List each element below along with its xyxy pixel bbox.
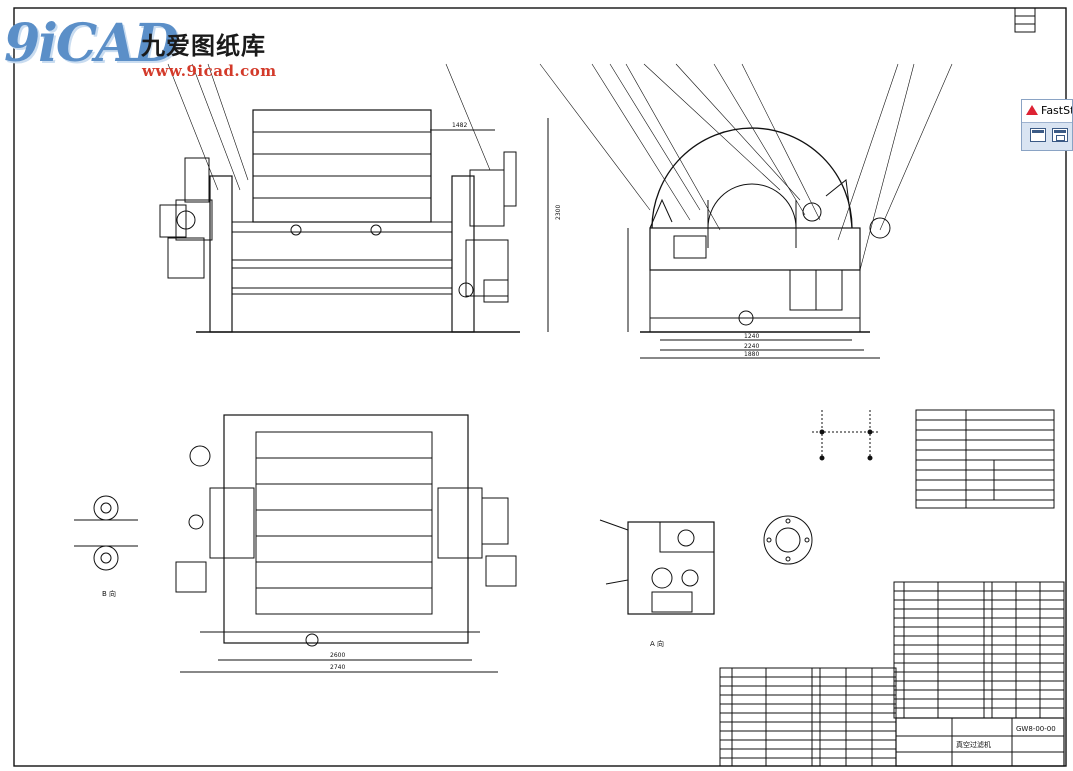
corner-stamp (1014, 7, 1036, 33)
dim-1482: 1482 (452, 122, 467, 129)
drawing-number: GW8-00-00 (1016, 725, 1056, 733)
dim-2600: 2600 (330, 652, 345, 659)
faststone-title: FastSt (1022, 100, 1072, 123)
spec-table (915, 409, 1055, 509)
dim-2240: 2240 (744, 343, 759, 350)
dim-1880: 1880 (744, 351, 759, 358)
end-elevation-view: 1240 2240 1880 (627, 127, 891, 359)
logo-site-name: 九爱图纸库 (141, 32, 266, 60)
side-elevation-view: 1482 2300 (159, 109, 562, 333)
plan-view: 2600 2740 (175, 414, 517, 673)
flange-detail (763, 515, 813, 565)
logo-mark: 9iCAD (4, 13, 179, 74)
parts-list-left (719, 667, 897, 767)
parts-list-right (893, 581, 1065, 719)
faststone-capture-toolbar[interactable]: FastSt (1021, 99, 1073, 151)
detail-b-view: B 向 (74, 495, 138, 598)
dim-1240: 1240 (744, 333, 759, 340)
capture-window-icon[interactable] (1030, 128, 1046, 142)
section-a-view: A 向 (599, 519, 715, 648)
capture-region-icon[interactable] (1052, 128, 1068, 142)
site-logo[interactable]: 9iCAD 九爱图纸库 www.9icad.com (4, 8, 314, 80)
title-block: GW8-00-00 真空过滤机 (895, 717, 1065, 767)
dim-2740: 2740 (330, 664, 345, 671)
dim-2300: 2300 (555, 205, 562, 220)
view-b-label: B 向 (102, 589, 116, 598)
anchor-layout (812, 410, 880, 461)
leader-lines-top (167, 63, 953, 271)
faststone-title-text: FastSt (1041, 104, 1072, 117)
drawing-title: 真空过滤机 (956, 740, 991, 749)
faststone-logo-icon (1026, 105, 1038, 115)
view-a-label: A 向 (650, 639, 664, 648)
sheet-border (13, 7, 1067, 767)
logo-url[interactable]: www.9icad.com (142, 62, 277, 80)
